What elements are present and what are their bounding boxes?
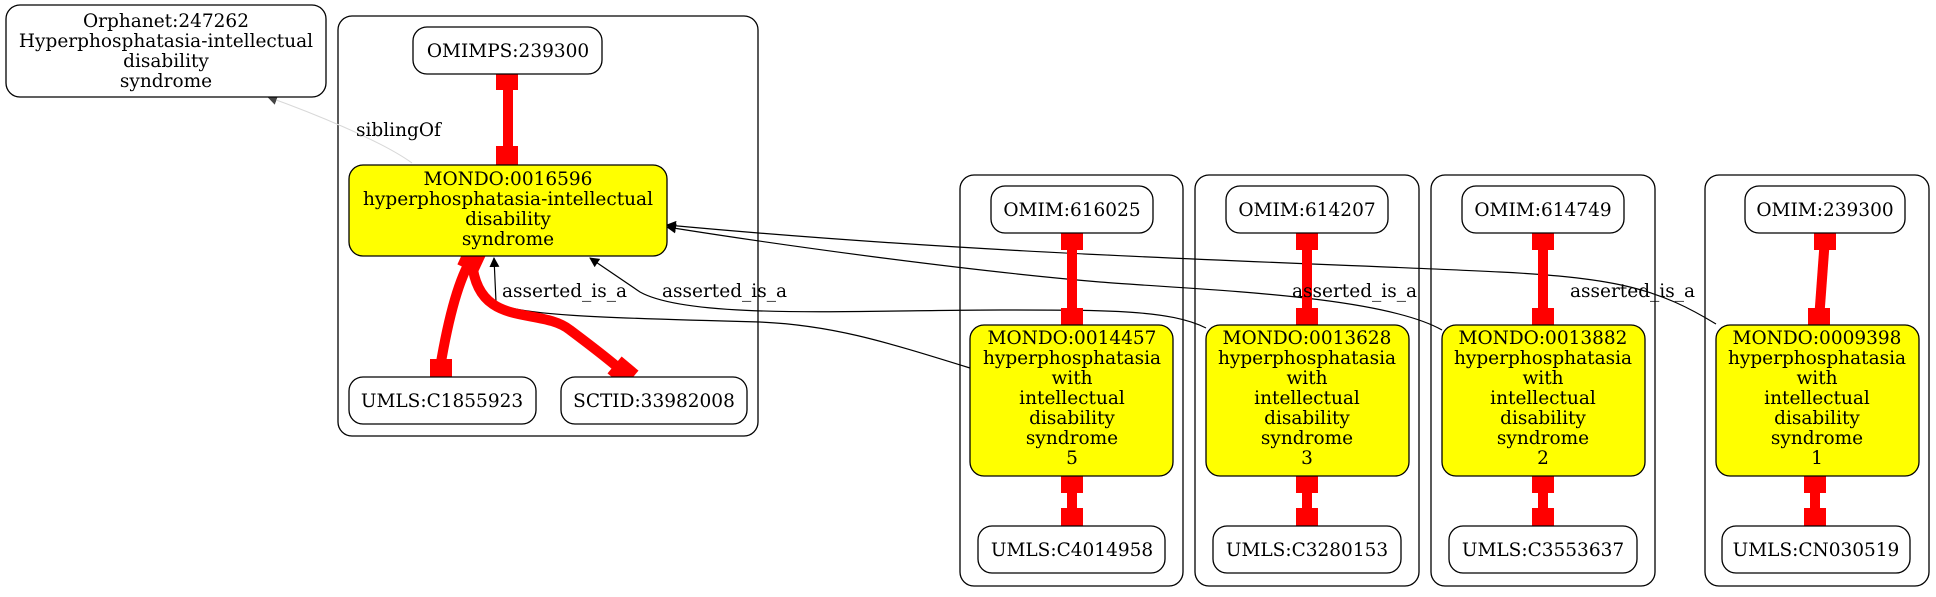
- svg-text:syndrome: syndrome: [1261, 428, 1353, 449]
- node-umls-c3280153[interactable]: UMLS:C3280153: [1212, 525, 1402, 574]
- svg-text:OMIM:614749: OMIM:614749: [1474, 200, 1611, 221]
- equiv-cap: [1061, 508, 1083, 530]
- equiv-cap: [1532, 508, 1554, 530]
- svg-text:MONDO:0009398: MONDO:0009398: [1733, 328, 1902, 349]
- svg-text:syndrome: syndrome: [462, 229, 554, 250]
- svg-text:OMIM:239300: OMIM:239300: [1756, 200, 1893, 221]
- svg-text:with: with: [1796, 368, 1837, 389]
- svg-text:syndrome: syndrome: [1497, 428, 1589, 449]
- svg-text:SCTID:33982008: SCTID:33982008: [573, 391, 735, 412]
- svg-text:MONDO:0016596: MONDO:0016596: [424, 169, 593, 190]
- node-mondo-0016596[interactable]: MONDO:0016596 hyperphosphatasia-intellec…: [348, 164, 668, 257]
- cluster-mondo-0009398: [1704, 174, 1930, 587]
- svg-text:disability: disability: [1500, 408, 1586, 429]
- edge-label-sibling-of: siblingOf: [356, 120, 442, 141]
- node-mondo-0014457[interactable]: MONDO:0014457 hyperphosphatasia with int…: [969, 324, 1174, 477]
- edge-asserted-is-a-3: [589, 257, 1207, 329]
- svg-text:intellectual: intellectual: [1254, 388, 1360, 409]
- svg-text:with: with: [1051, 368, 1092, 389]
- cluster-mondo-0016596: [337, 15, 759, 437]
- svg-text:5: 5: [1066, 448, 1078, 469]
- edge-label-asserted-is-a: asserted_is_a: [502, 281, 627, 302]
- svg-text:UMLS:C4014958: UMLS:C4014958: [991, 540, 1153, 561]
- node-umls-c4014958[interactable]: UMLS:C4014958: [977, 525, 1166, 574]
- svg-text:UMLS:C3553637: UMLS:C3553637: [1462, 540, 1624, 561]
- node-mondo-0009398[interactable]: MONDO:0009398 hyperphosphatasia with int…: [1715, 324, 1920, 477]
- svg-text:Hyperphosphatasia-intellectual: Hyperphosphatasia-intellectual: [19, 31, 313, 52]
- svg-text:syndrome: syndrome: [120, 71, 212, 92]
- edge-label-asserted-is-a: asserted_is_a: [662, 281, 787, 302]
- svg-text:hyperphosphatasia: hyperphosphatasia: [1218, 348, 1396, 369]
- equiv-edge-omim-239300: [1814, 237, 1830, 321]
- svg-text:disability: disability: [1774, 408, 1860, 429]
- equiv-cap: [430, 359, 452, 381]
- svg-text:with: with: [1286, 368, 1327, 389]
- svg-text:3: 3: [1301, 448, 1313, 469]
- svg-text:hyperphosphatasia: hyperphosphatasia: [1454, 348, 1632, 369]
- node-umls-c1855923[interactable]: UMLS:C1855923: [348, 376, 537, 425]
- cluster-mondo-0014457: [959, 174, 1184, 587]
- svg-text:OMIM:616025: OMIM:616025: [1003, 200, 1140, 221]
- node-mondo-0013882[interactable]: MONDO:0013882 hyperphosphatasia with int…: [1441, 324, 1646, 477]
- svg-text:UMLS:C3280153: UMLS:C3280153: [1226, 540, 1388, 561]
- svg-text:disability: disability: [1029, 408, 1115, 429]
- svg-text:hyperphosphatasia-intellectual: hyperphosphatasia-intellectual: [363, 189, 653, 210]
- svg-text:UMLS:CN030519: UMLS:CN030519: [1733, 540, 1900, 561]
- edge-label-asserted-is-a: asserted_is_a: [1570, 281, 1695, 302]
- svg-text:OMIM:614207: OMIM:614207: [1238, 200, 1375, 221]
- cluster-mondo-0013628: [1194, 174, 1420, 587]
- svg-text:with: with: [1522, 368, 1563, 389]
- svg-text:syndrome: syndrome: [1026, 428, 1118, 449]
- edge-label-asserted-is-a: asserted_is_a: [1292, 281, 1417, 302]
- node-omim-614207[interactable]: OMIM:614207: [1225, 185, 1389, 234]
- svg-text:syndrome: syndrome: [1771, 428, 1863, 449]
- svg-text:disability: disability: [1264, 408, 1350, 429]
- edge-asserted-is-a-2: [666, 223, 1443, 331]
- svg-text:intellectual: intellectual: [1490, 388, 1596, 409]
- svg-text:2: 2: [1537, 448, 1549, 469]
- edge-asserted-is-a-1: [666, 220, 1717, 325]
- svg-text:hyperphosphatasia: hyperphosphatasia: [983, 348, 1161, 369]
- equiv-edge-umls-c1855923: [435, 255, 477, 369]
- node-omimps-239300[interactable]: OMIMPS:239300: [412, 26, 603, 75]
- node-sctid-33982008[interactable]: SCTID:33982008: [560, 376, 748, 425]
- svg-text:intellectual: intellectual: [1019, 388, 1125, 409]
- equiv-cap: [1296, 508, 1318, 530]
- equiv-edge-sctid: [467, 261, 627, 376]
- node-orphanet-247262[interactable]: Orphanet:247262 Hyperphosphatasia-intell…: [5, 4, 327, 98]
- svg-text:disability: disability: [123, 51, 209, 72]
- node-omim-239300[interactable]: OMIM:239300: [1744, 185, 1906, 234]
- svg-text:MONDO:0014457: MONDO:0014457: [988, 328, 1157, 349]
- svg-text:OMIMPS:239300: OMIMPS:239300: [427, 41, 589, 62]
- svg-text:MONDO:0013628: MONDO:0013628: [1223, 328, 1392, 349]
- svg-text:Orphanet:247262: Orphanet:247262: [83, 11, 249, 32]
- edge-sibling-of: [267, 95, 413, 164]
- edge-asserted-is-a-5: [489, 257, 971, 369]
- node-omim-616025[interactable]: OMIM:616025: [990, 185, 1154, 234]
- node-omim-614749[interactable]: OMIM:614749: [1461, 185, 1625, 234]
- svg-text:hyperphosphatasia: hyperphosphatasia: [1728, 348, 1906, 369]
- node-mondo-0013628[interactable]: MONDO:0013628 hyperphosphatasia with int…: [1205, 324, 1410, 477]
- svg-text:UMLS:C1855923: UMLS:C1855923: [361, 391, 523, 412]
- cluster-mondo-0013882: [1430, 174, 1656, 587]
- svg-text:intellectual: intellectual: [1764, 388, 1870, 409]
- svg-text:MONDO:0013882: MONDO:0013882: [1459, 328, 1628, 349]
- node-umls-cn030519[interactable]: UMLS:CN030519: [1721, 525, 1911, 574]
- svg-text:disability: disability: [465, 209, 551, 230]
- equiv-cap: [1804, 508, 1826, 530]
- node-umls-c3553637[interactable]: UMLS:C3553637: [1448, 525, 1638, 574]
- equiv-cap: [496, 146, 518, 168]
- svg-text:1: 1: [1811, 448, 1823, 469]
